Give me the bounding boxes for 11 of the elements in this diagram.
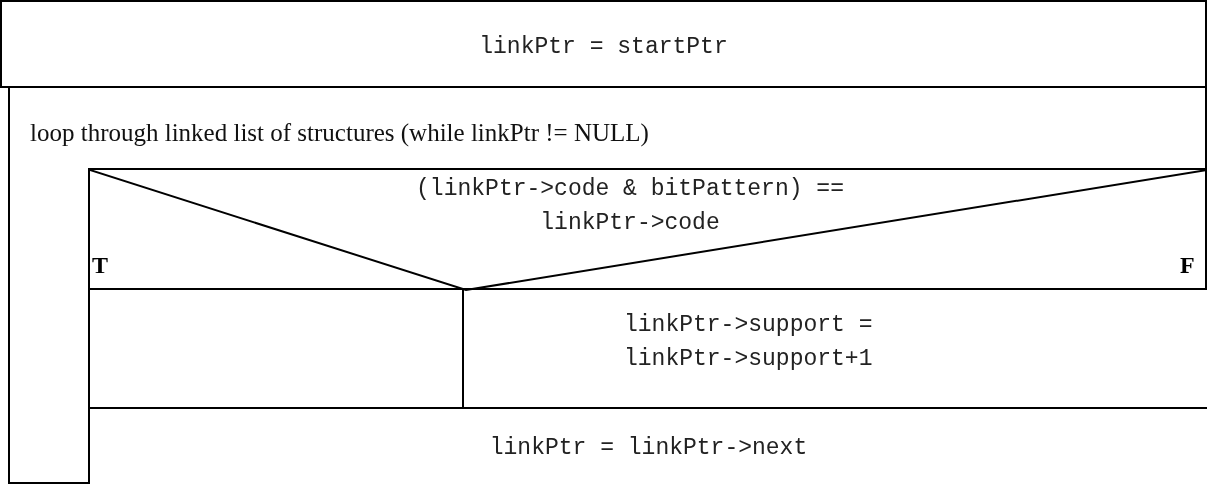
- statement-text: linkPtr = startPtr: [478, 33, 729, 62]
- condition-text: (linkPtr->code & bitPattern) == linkPtr->code: [415, 175, 845, 238]
- process-box: [0, 0, 1207, 88]
- statement-text: linkPtr = linkPtr->next: [488, 434, 809, 463]
- statement-text: linkPtr->support = linkPtr->support+1: [624, 311, 874, 374]
- loop-box: [8, 86, 1207, 484]
- process-box: [88, 407, 1207, 484]
- process-box: [462, 288, 1207, 409]
- loop-condition-text: loop through linked list of structures (while linkPtr != NULL): [30, 118, 650, 149]
- true-branch-label: T: [92, 252, 108, 279]
- false-branch-label: F: [1180, 252, 1195, 279]
